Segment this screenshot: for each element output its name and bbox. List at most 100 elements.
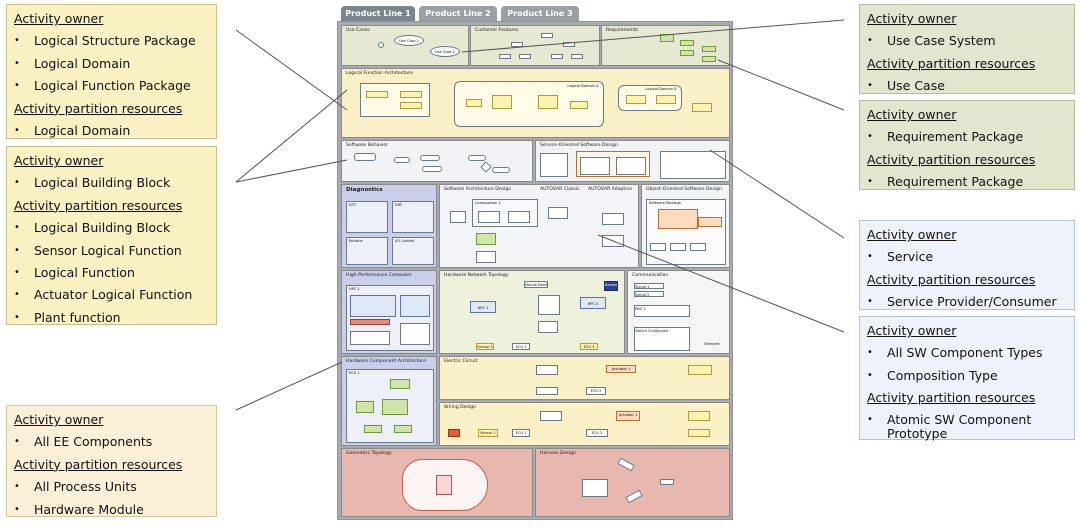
owner-item: Service [867,246,1068,269]
owner-item: Logical Structure Package [14,30,210,53]
panel-title: Hardware Component Architecture [346,359,426,364]
resource-item: Atomic SW Component Prototype [867,410,1068,444]
owner-item: All EE Components [14,431,210,454]
sensor-1-node: Sensor 1 [476,343,494,350]
feature-node [563,42,575,47]
panel-wiring-design[interactable]: Wiring Design Sensor 1 ECU 1 ECU 2 Actua… [439,402,730,446]
panel-title: Hardware Network Topology [444,273,509,278]
activity-partition-resources-heading: Activity partition resources [14,197,183,213]
diag-io-control: I/O Control [392,237,434,265]
activity-partition-resources-heading: Activity partition resources [14,100,183,116]
logical-function-block [360,83,430,117]
activity-partition-resources-heading: Activity partition resources [867,271,1036,287]
oo-class [658,209,698,229]
sw-component [602,213,624,225]
panel-object-oriented-sw-design[interactable]: Object-Oriented Software Design Software… [641,184,730,268]
sw-component [476,251,496,263]
package-structure [660,151,726,179]
hpc-microcontroller [400,323,430,345]
behavior-state [394,157,410,163]
panel-title: Object-Oriented Software Design [646,187,722,192]
resource-item: Logical Domain [14,120,210,143]
panel-requirements[interactable]: Requirements [601,25,730,66]
backend: Backend [604,281,618,291]
oo-class [650,243,666,251]
composition-1-label: Composition 1 [475,201,501,205]
panel-diagnostics[interactable]: Diagnostics DTC DID Routine I/O Control [341,184,437,268]
panel-harness-design[interactable]: Harness Design [535,448,730,517]
resource-item: Logical Building Block [14,217,210,240]
oo-class [698,217,722,227]
activity-owner-heading: Activity owner [867,107,957,122]
panel-software-architecture-design[interactable]: Software Architecture Design AUTOSAR Cla… [439,184,639,268]
panel-geometric-topology[interactable]: Geometric Topology [341,448,533,517]
activity-partition-resources-heading: Activity partition resources [867,151,1036,167]
panel-hardware-network-topology[interactable]: Hardware Network Topology Mobile Device … [439,270,625,354]
activity-owner-heading: Activity owner [14,153,104,168]
callout-requirements: Activity owner Requirement Package Activ… [859,100,1075,194]
feature-node [541,33,553,38]
panel-title: Logical Function Architecture [346,71,413,76]
activity-owner-heading: Activity owner [867,323,957,338]
logical-function-block [626,95,646,104]
pdu-1: PDU 1 [634,305,690,317]
diag-routine: Routine [346,237,388,265]
circuit-node [536,365,558,375]
owner-item: Composition Type [867,365,1068,388]
resource-item: Use Case [867,75,1068,98]
autosar-classic-label: AUTOSAR Classic [540,187,580,192]
wiring-actuator: Actuator 1 [616,411,640,421]
owner-item: Requirement Package [867,126,1068,149]
resource-item: Service Provider/Consumer [867,291,1068,314]
tab-product-line-3[interactable]: Product Line 3 [501,6,579,22]
callout-service: Activity owner Service Activity partitio… [859,220,1075,314]
service-interface [540,153,568,177]
panel-title: Communication [632,273,669,278]
panel-use-cases[interactable]: Use Cases Use Case 1 Use Case 2 [341,25,469,66]
feature-node [499,54,511,59]
tab-product-line-1[interactable]: Product Line 1 [341,6,415,22]
connector-line [235,361,343,411]
panel-high-performance-computer[interactable]: High-Performance Computer HPC 1 [341,270,437,354]
logical-function-block [492,95,512,109]
harness-connector [617,457,635,472]
tab-product-line-2[interactable]: Product Line 2 [419,6,497,22]
circuit-node [536,387,558,395]
logical-function-block [692,103,712,112]
autosar-adaptive-label: AUTOSAR Adaptive [588,187,633,192]
service-block [616,157,646,175]
requirement-node [702,46,716,52]
panel-service-oriented-sw-design[interactable]: Service-Oriented Software Design [535,140,730,182]
resource-item: Actuator Logical Function [14,284,210,307]
harness-connector [660,479,674,485]
resource-item: Logical Function [14,262,210,285]
panel-customer-features[interactable]: Customer Features [470,25,600,66]
logical-function-block [400,102,422,109]
resource-item: Hardware Module [14,499,210,522]
panel-hardware-component-architecture[interactable]: Hardware Component Architecture ECU 1 [341,356,437,446]
vehicle-zone [436,475,452,495]
panel-title: Use Cases [346,28,370,33]
panel-title: Electric Circuit [444,359,478,364]
panel-communication[interactable]: Communication Signal 1 Signal 2 PDU 1 Sw… [627,270,730,354]
panel-title: Wiring Design [444,405,477,410]
hpc-core [350,295,396,317]
product-line-diagram: Product Line 1 Product Line 2 Product Li… [337,6,733,520]
wiring-connector [448,429,460,437]
activity-owner-heading: Activity owner [14,11,104,26]
activity-partition-resources-heading: Activity partition resources [867,390,1036,406]
wiring-node [688,411,710,421]
panel-title: Harness Design [540,451,576,456]
diag-dtc: DTC [346,201,388,233]
sw-component [602,235,624,247]
wiring-ecu: ECU 1 [512,429,530,437]
panel-logical-function-architecture[interactable]: Logical Function Architecture Logical Do… [341,68,730,138]
logical-function-block [466,99,482,107]
owner-item: All SW Component Types [867,342,1068,365]
panel-electric-circuit[interactable]: Electric Circuit Actuator 1 ECU 2 [439,356,730,400]
hpc-core [400,295,430,317]
panel-software-behavior[interactable]: Software Behavior [341,140,533,182]
hw-module [382,399,408,415]
feature-node [571,54,583,59]
logical-function-block [400,91,422,98]
